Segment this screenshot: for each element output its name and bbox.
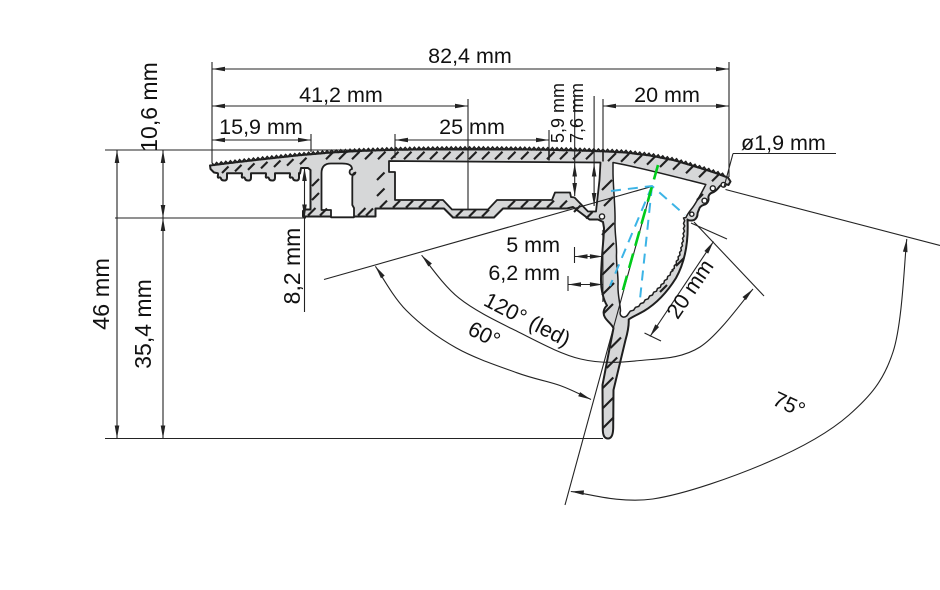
svg-text:ø1,9 mm: ø1,9 mm [741, 131, 826, 155]
svg-text:10,6 mm: 10,6 mm [136, 62, 162, 151]
svg-text:35,4 mm: 35,4 mm [130, 279, 156, 368]
svg-text:82,4 mm: 82,4 mm [428, 44, 512, 68]
svg-text:5 mm: 5 mm [506, 233, 560, 257]
svg-text:25 mm: 25 mm [439, 115, 505, 139]
svg-text:46 mm: 46 mm [88, 258, 114, 330]
svg-text:7,6 mm: 7,6 mm [567, 83, 587, 143]
svg-text:41,2 mm: 41,2 mm [299, 83, 383, 107]
svg-text:20 mm: 20 mm [634, 83, 700, 107]
svg-text:15,9 mm: 15,9 mm [219, 115, 303, 139]
svg-text:5,9 mm: 5,9 mm [548, 83, 568, 143]
svg-text:8,2 mm: 8,2 mm [279, 228, 305, 305]
svg-text:6,2 mm: 6,2 mm [488, 261, 560, 285]
